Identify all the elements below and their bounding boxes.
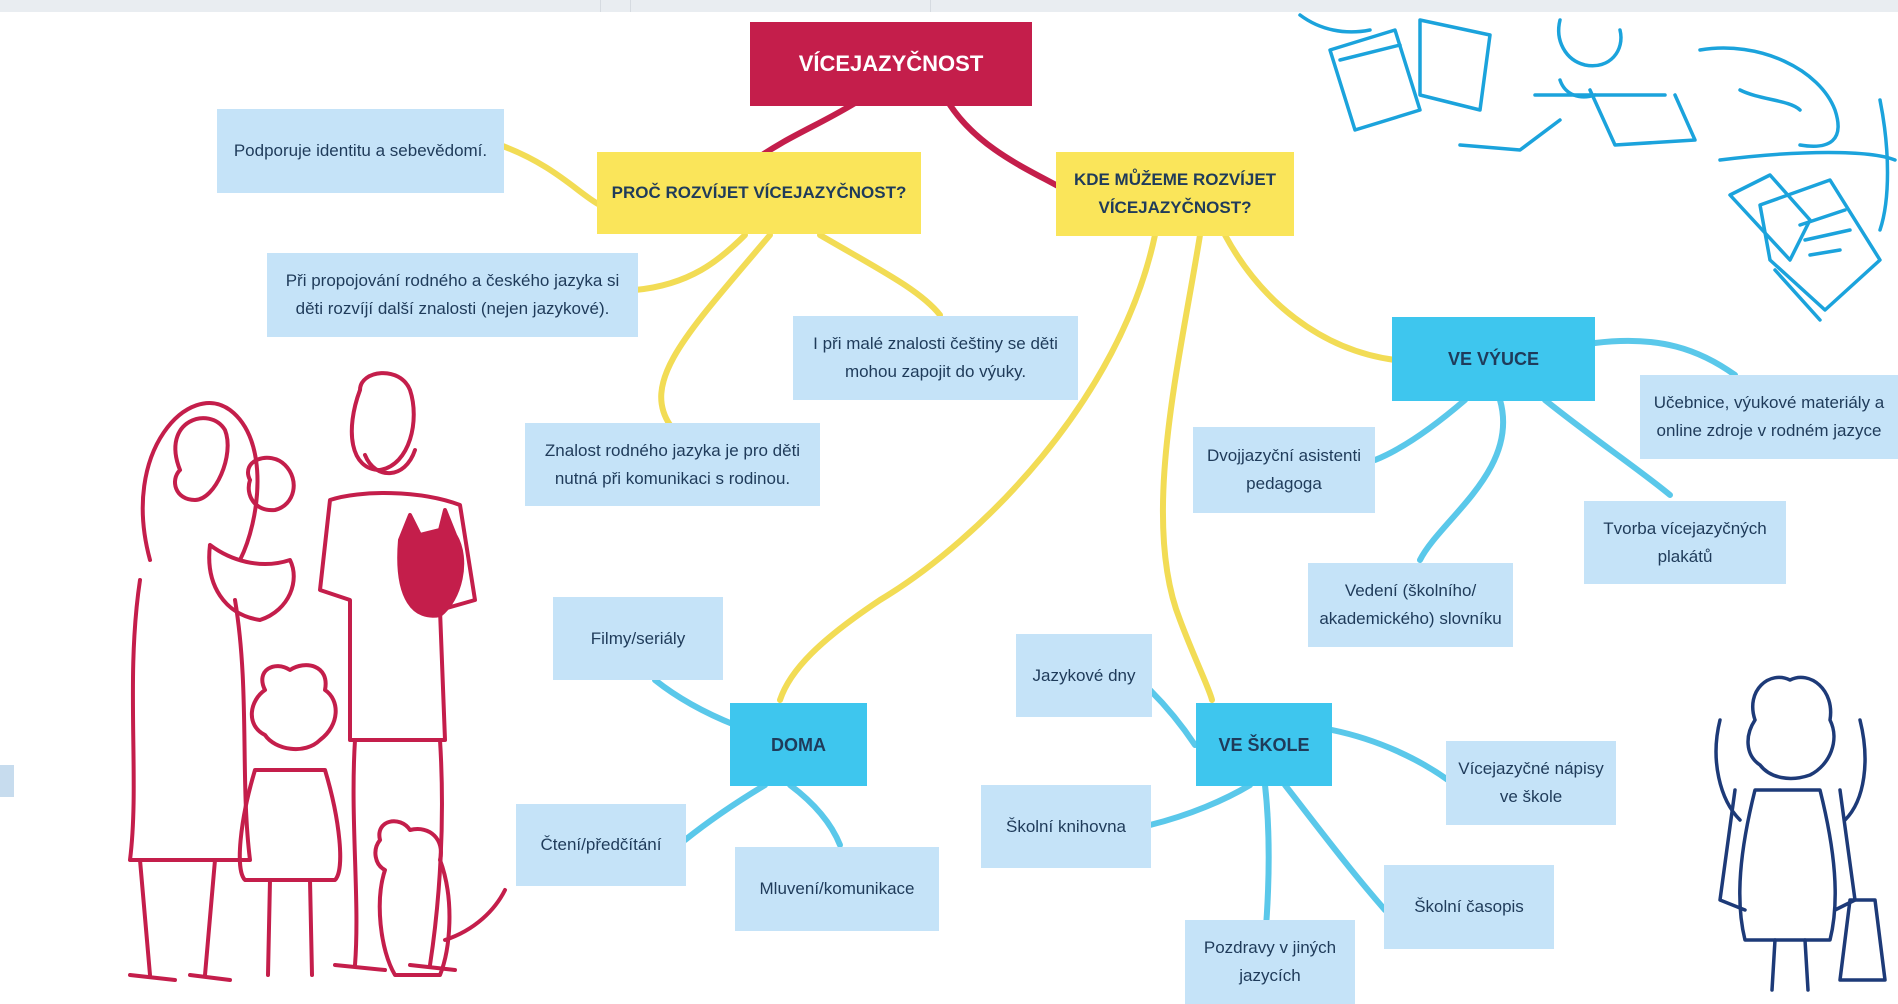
home-item-reading: Čtení/předčítání — [516, 804, 686, 886]
teaching-item-dictionary: Vedení (školního/ akademického) slovníku — [1308, 563, 1513, 647]
link-teaching-assistants — [1372, 397, 1468, 463]
reason-little-czech-label: I při malé znalosti češtiny se děti moho… — [813, 334, 1058, 381]
link-where-school — [1159, 232, 1215, 703]
link-teaching-dictionary — [1417, 397, 1507, 563]
link-teaching-textbooks — [1592, 337, 1738, 378]
home-item-reading-label: Čtení/předčítání — [540, 835, 662, 854]
link-where-home — [777, 232, 1158, 703]
teaching-item-textbooks-label: Učebnice, výukové materiály a online zdr… — [1653, 393, 1885, 440]
school-item-library: Školní knihovna — [981, 785, 1151, 868]
home-item-talking: Mluvení/komunikace — [735, 847, 939, 931]
home-item-films-label: Filmy/seriály — [590, 628, 686, 648]
link-home-reading — [682, 782, 768, 843]
teaching-label: VE VÝUCE — [1447, 349, 1540, 369]
why-node: PROČ ROZVÍJET VÍCEJAZYČNOST? — [597, 152, 921, 234]
school-item-magazine-label: Školní časopis — [1414, 897, 1524, 916]
reason-family-communication-label: Znalost rodného jazyka je pro děti nutná… — [544, 440, 801, 488]
school-item-library-label: Školní knihovna — [1005, 816, 1127, 836]
school-node: VE ŠKOLE — [1196, 703, 1332, 786]
link-why-family — [658, 232, 773, 428]
link-home-films — [652, 677, 738, 728]
school-item-greetings: Pozdravy v jiných jazycích — [1185, 920, 1355, 1004]
teaching-item-assistants-label: Dvojjazyční asistenti pedagoga — [1206, 446, 1361, 493]
link-school-magazine — [1282, 782, 1388, 913]
why-label: PROČ ROZVÍJET VÍCEJAZYČNOST? — [611, 183, 907, 202]
link-school-signs — [1329, 727, 1451, 783]
link-why-little-czech — [817, 232, 943, 318]
link-school-library — [1147, 782, 1253, 828]
reason-identity: Podporuje identitu a sebevědomí. — [217, 109, 504, 193]
where-label: KDE MŮŽEME ROZVÍJET VÍCEJAZYČNOST? — [1073, 170, 1277, 217]
school-item-magazine: Školní časopis — [1384, 865, 1554, 949]
where-node: KDE MŮŽEME ROZVÍJET VÍCEJAZYČNOST? — [1056, 152, 1294, 236]
home-node: DOMA — [730, 703, 867, 786]
teaching-node: VE VÝUCE — [1392, 317, 1595, 401]
reason-identity-label: Podporuje identitu a sebevědomí. — [233, 141, 488, 160]
link-why-connecting — [632, 232, 748, 293]
home-label: DOMA — [771, 734, 826, 755]
link-school-days — [1147, 687, 1198, 748]
school-item-language-days-label: Jazykové dny — [1032, 665, 1136, 685]
school-item-greetings-label: Pozdravy v jiných jazycích — [1203, 938, 1337, 985]
school-item-signs-label: Vícejazyčné nápisy ve škole — [1458, 759, 1604, 806]
link-home-talking — [787, 782, 843, 848]
school-item-language-days: Jazykové dny — [1016, 634, 1152, 717]
root-node: VÍCEJAZYČNOST — [750, 22, 1032, 106]
link-why-identity — [497, 142, 603, 208]
link-teaching-posters — [1542, 397, 1673, 498]
home-item-talking-label: Mluvení/komunikace — [759, 879, 915, 898]
reason-connecting-languages: Při propojování rodného a českého jazyka… — [267, 253, 638, 337]
left-edge-tab — [0, 765, 14, 797]
teaching-item-dictionary-label: Vedení (školního/ akademického) slovníku — [1319, 581, 1502, 628]
teaching-item-textbooks: Učebnice, výukové materiály a online zdr… — [1640, 375, 1898, 459]
root-label: VÍCEJAZYČNOST — [798, 51, 984, 76]
link-where-teaching — [1222, 232, 1398, 363]
link-school-greetings — [1262, 782, 1272, 943]
top-strip — [0, 0, 1898, 12]
reason-family-communication: Znalost rodného jazyka je pro děti nutná… — [525, 423, 820, 506]
home-item-films: Filmy/seriály — [553, 597, 723, 680]
teaching-item-posters-label: Tvorba vícejazyčných plakátů — [1603, 518, 1767, 566]
school-item-signs: Vícejazyčné nápisy ve škole — [1446, 741, 1616, 825]
reason-little-czech: I při malé znalosti češtiny se děti moho… — [793, 316, 1078, 400]
teaching-item-assistants: Dvojjazyční asistenti pedagoga — [1193, 427, 1375, 513]
school-label: VE ŠKOLE — [1218, 734, 1310, 755]
link-root-why — [752, 97, 863, 163]
teaching-item-posters: Tvorba vícejazyčných plakátů — [1584, 501, 1786, 584]
link-root-where — [947, 102, 1068, 193]
reason-connecting-languages-label: Při propojování rodného a českého jazyka… — [285, 271, 620, 318]
